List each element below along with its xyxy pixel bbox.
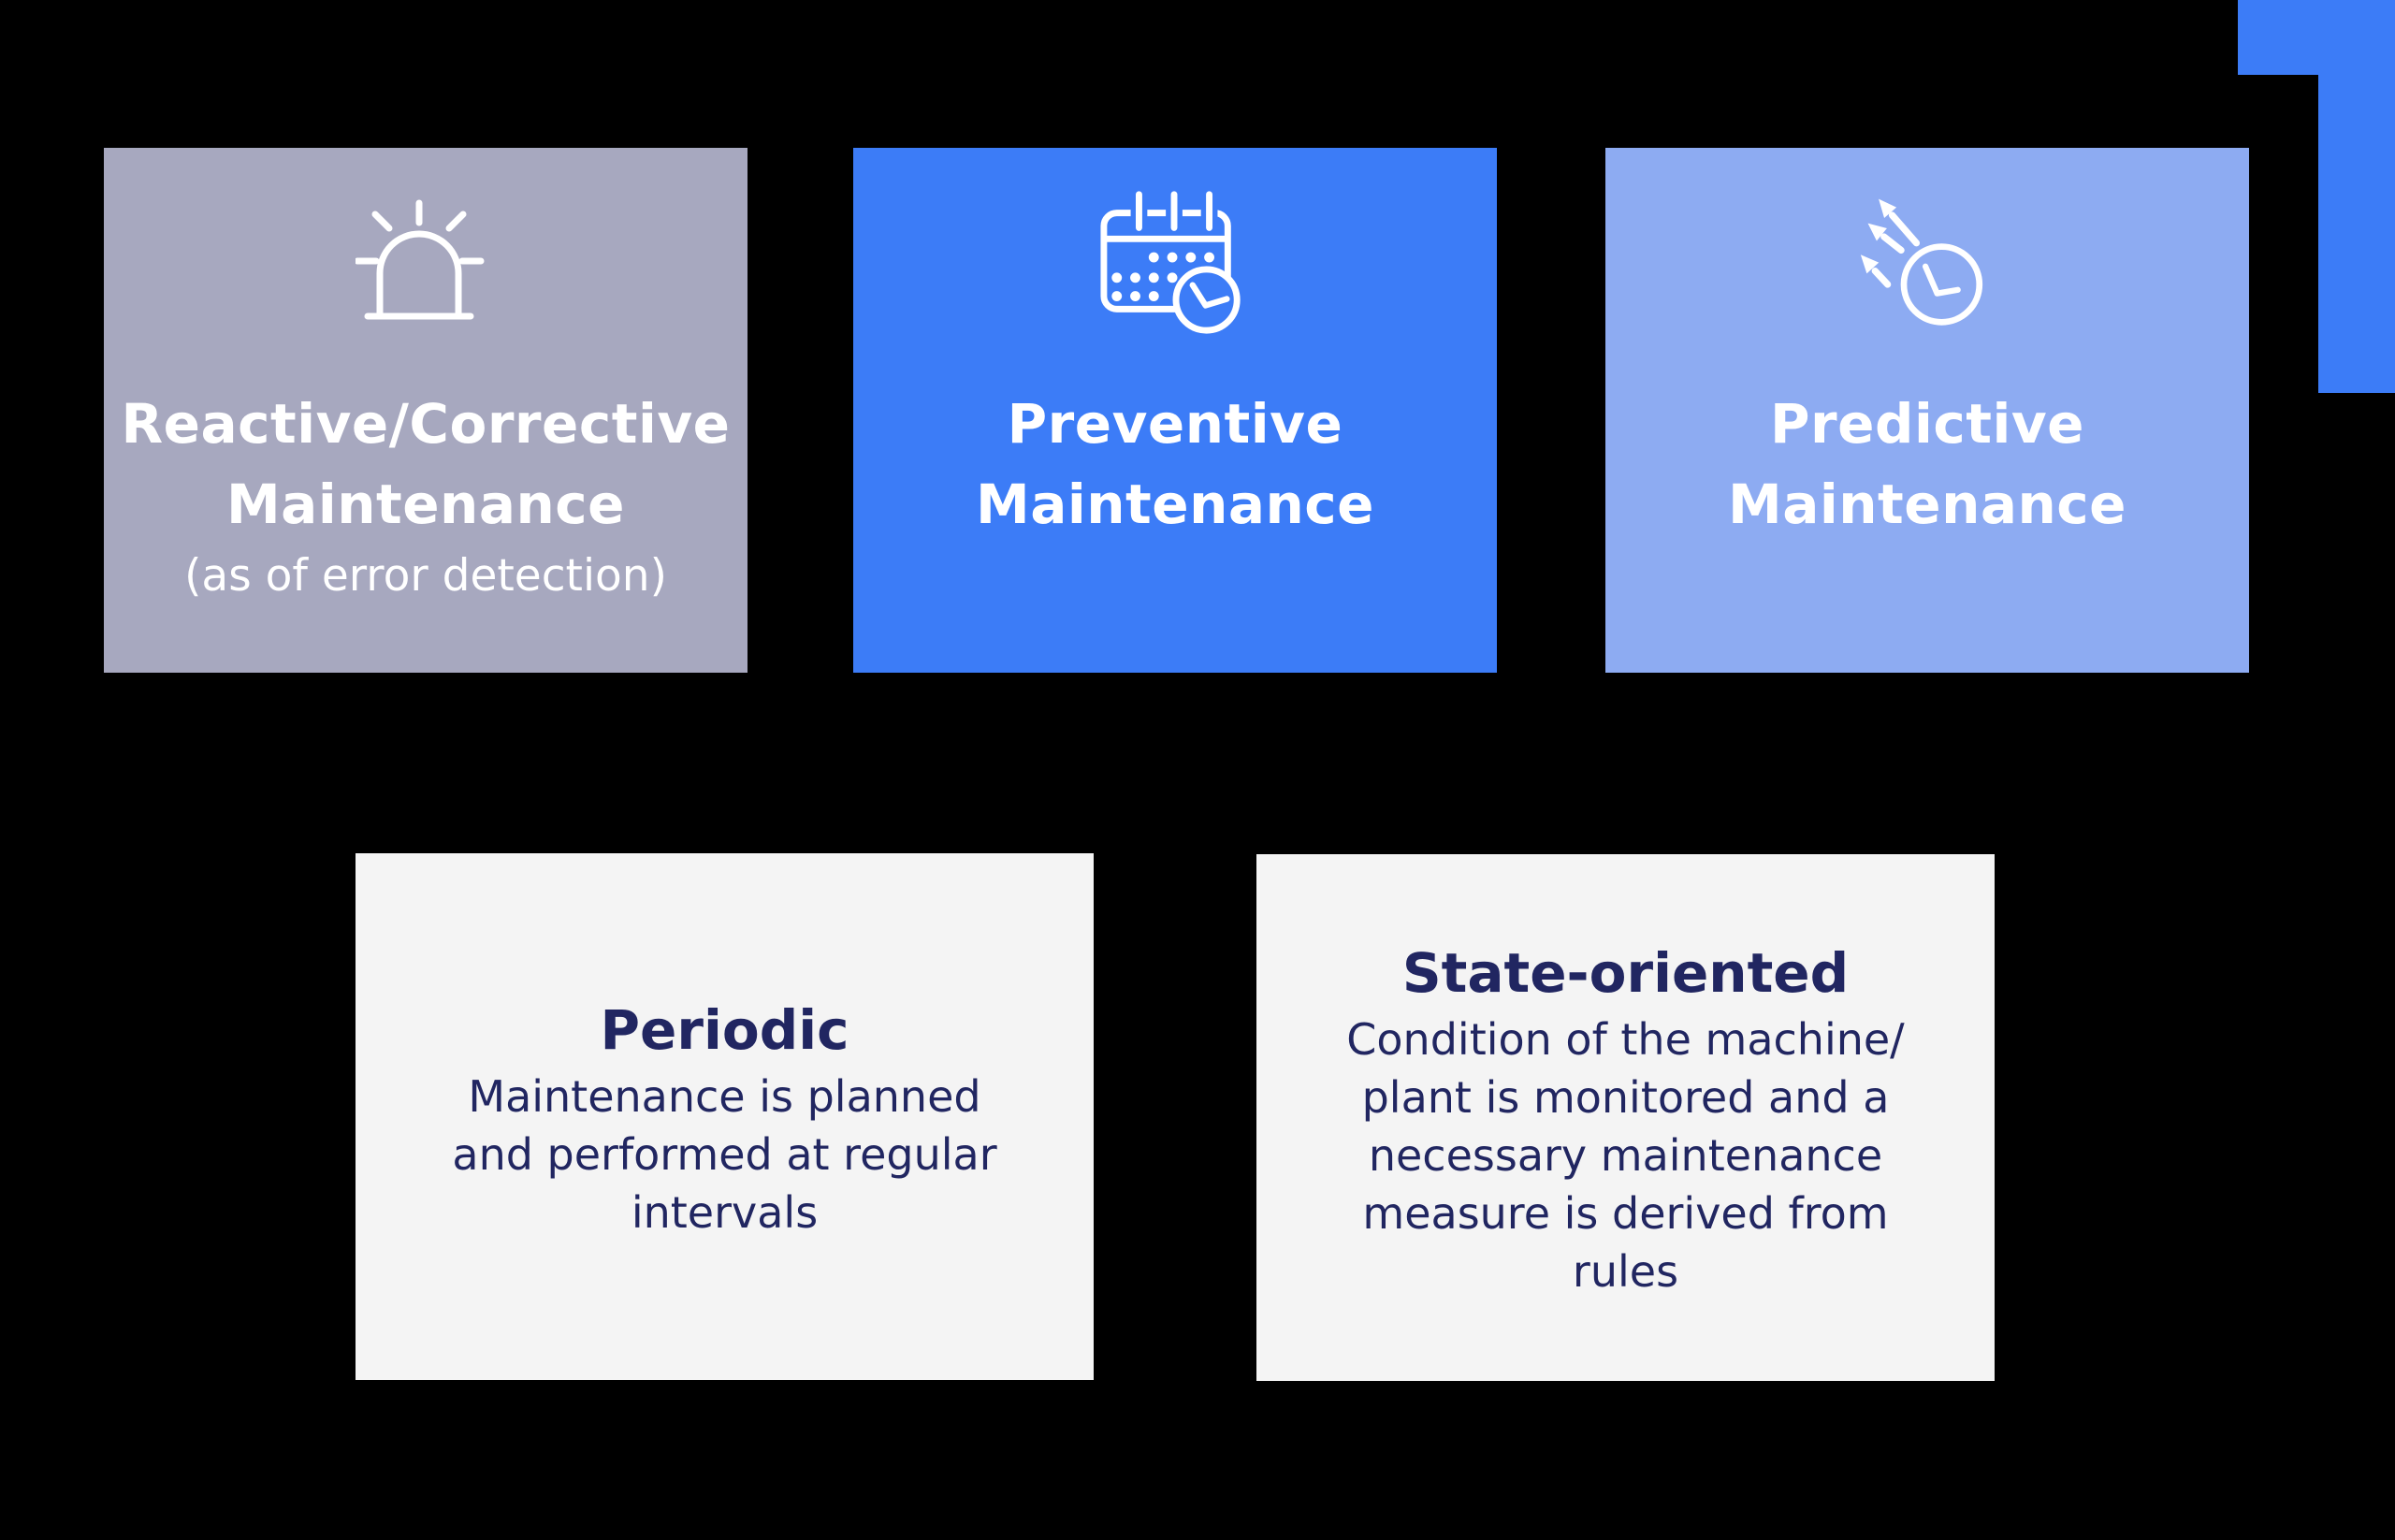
card-body-line: intervals [631, 1186, 819, 1238]
card-predictive-maintenance: Predictive Maintenance [1605, 148, 2249, 673]
card-title-line2: Maintenance [225, 472, 625, 536]
card-body: Condition of the machine/ plant is monit… [1346, 1010, 1904, 1300]
card-body-line: and performed at regular [452, 1128, 997, 1180]
card-reactive-corrective-maintenance: Reactive/Corrective Maintenance (as of e… [104, 148, 748, 673]
clock-trend-arrows-icon [1857, 182, 1997, 341]
card-body-line: plant is monitored and a [1361, 1071, 1890, 1123]
card-title-line1: Reactive/Corrective [121, 392, 731, 456]
card-title-line2: Maintenance [975, 472, 1375, 536]
card-subtitle: (as of error detection) [184, 550, 667, 602]
corner-decoration-vertical [2318, 0, 2395, 393]
card-body-line: measure is derived from [1362, 1187, 1889, 1239]
card-title: Reactive/Corrective Maintenance [121, 384, 730, 545]
card-body-line: Maintenance is planned [468, 1070, 981, 1122]
card-body-line: rules [1572, 1245, 1679, 1297]
calendar-clock-icon [1096, 182, 1254, 341]
card-body-line: necessary maintenance [1368, 1129, 1883, 1181]
card-periodic: Periodic Maintenance is planned and perf… [356, 853, 1094, 1380]
card-body-line: Condition of the machine/ [1346, 1013, 1905, 1065]
card-title-line1: Predictive [1770, 392, 2084, 456]
card-title: State-oriented [1401, 940, 1850, 1005]
card-title: Periodic [600, 997, 849, 1062]
card-body: Maintenance is planned and performed at … [452, 1068, 996, 1242]
card-title: Predictive Maintenance [1728, 384, 2126, 545]
card-title-line2: Maintenance [1727, 472, 2127, 536]
card-title-line1: Preventive [1007, 392, 1343, 456]
card-state-oriented: State-oriented Condition of the machine/… [1256, 854, 1995, 1381]
card-preventive-maintenance: Preventive Maintenance [853, 148, 1497, 673]
card-title: Preventive Maintenance [976, 384, 1374, 545]
siren-icon [356, 182, 496, 341]
